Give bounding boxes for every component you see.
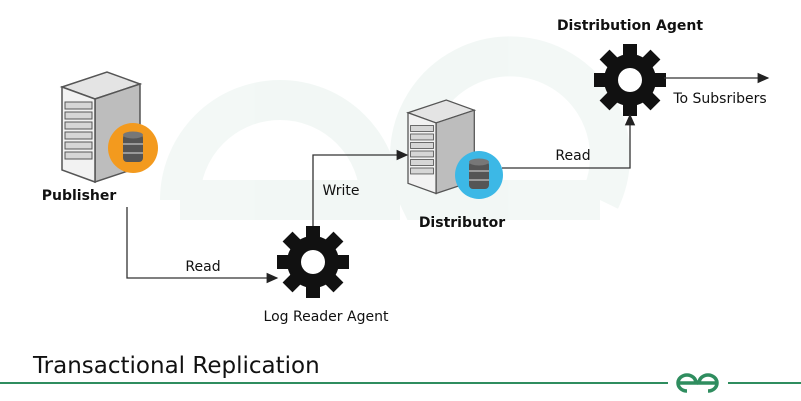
publisher-database-icon bbox=[108, 123, 158, 173]
edge-label-read-1: Read bbox=[185, 259, 220, 275]
edge-label-write: Write bbox=[323, 183, 360, 199]
log-reader-agent-label: Log Reader Agent bbox=[264, 309, 389, 325]
distribution-agent-label: Distribution Agent bbox=[557, 18, 703, 34]
publisher-label: Publisher bbox=[42, 188, 117, 204]
distributor-database-icon bbox=[455, 151, 503, 199]
page-title: Transactional Replication bbox=[32, 353, 320, 379]
distribution-gear-icon bbox=[594, 44, 666, 116]
watermark-logo bbox=[160, 36, 630, 220]
edge-log-reader-distributor bbox=[312, 149, 409, 226]
gfg-logo bbox=[676, 373, 719, 393]
edge-label-read-2: Read bbox=[555, 148, 590, 164]
edge-distributor-distribution-agent bbox=[502, 113, 636, 169]
subscribers-label: To Subsribers bbox=[672, 91, 766, 107]
edge-publisher-log-reader bbox=[126, 207, 279, 284]
log-reader-gear-icon bbox=[277, 226, 349, 298]
distributor-label: Distributor bbox=[419, 215, 505, 231]
